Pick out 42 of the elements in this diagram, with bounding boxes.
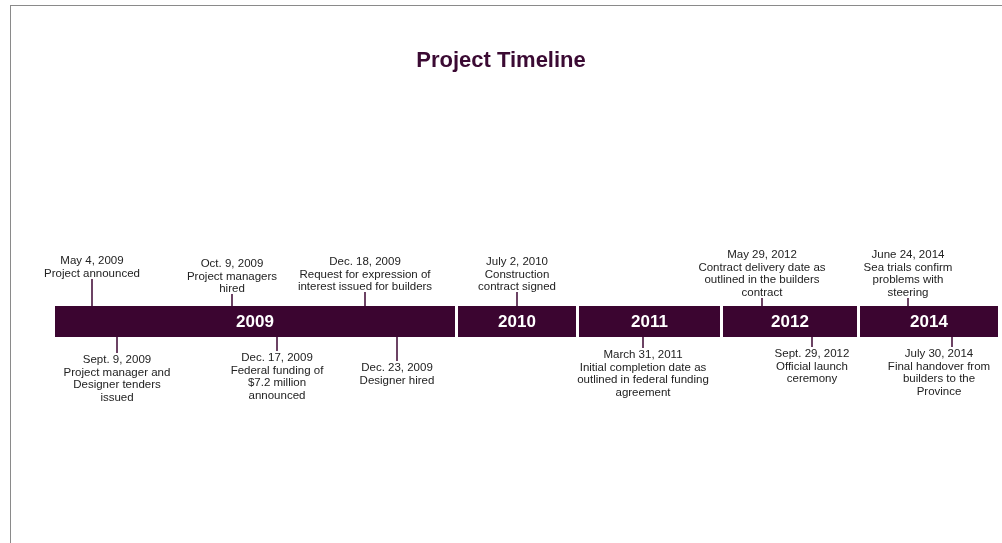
event-date: May 4, 2009 bbox=[60, 254, 124, 267]
leader-line bbox=[116, 336, 118, 354]
leader-line bbox=[761, 297, 763, 307]
event-description: Federal funding of $7.2 million announced bbox=[229, 363, 325, 401]
event-date: July 2, 2010 bbox=[486, 254, 548, 267]
year-bar: 2009 bbox=[55, 306, 455, 337]
event-description: Final handover from builders to the Province bbox=[886, 359, 992, 397]
year-bar: 2014 bbox=[860, 306, 998, 337]
leader-line bbox=[276, 336, 278, 352]
event-description: Contract delivery date as outlined in the builders contract bbox=[697, 260, 827, 298]
event-date: July 30, 2014 bbox=[904, 347, 974, 360]
event-date: May 29, 2012 bbox=[727, 248, 797, 261]
event-description: Construction contract signed bbox=[477, 267, 557, 292]
leader-line bbox=[231, 293, 233, 307]
event-date: March 31, 2011 bbox=[603, 348, 683, 361]
leader-line bbox=[951, 336, 953, 348]
leader-line bbox=[396, 336, 398, 362]
event-date: Dec. 17, 2009 bbox=[241, 351, 313, 364]
event-date: June 24, 2014 bbox=[871, 248, 945, 261]
year-bar: 2011 bbox=[579, 306, 720, 337]
leader-line bbox=[642, 336, 644, 349]
year-bar: 2012 bbox=[723, 306, 857, 337]
event-description: Designer hired bbox=[359, 373, 435, 386]
event-description: Initial completion date as outlined in federal funding agreement bbox=[576, 360, 710, 398]
leader-line bbox=[364, 291, 366, 307]
title: Project Timeline bbox=[415, 46, 587, 74]
leader-line bbox=[907, 297, 909, 307]
event-date: Oct. 9, 2009 bbox=[200, 256, 264, 269]
event-date: Dec. 18, 2009 bbox=[329, 254, 401, 267]
event-description: Project announced bbox=[44, 266, 140, 279]
event-description: Official launch ceremony bbox=[775, 359, 849, 385]
leader-line bbox=[811, 336, 813, 348]
event-description: Project manager and Designer tenders issued bbox=[62, 365, 172, 403]
event-description: Sea trials confirm problems with steering bbox=[862, 260, 954, 298]
event-date: Dec. 23, 2009 bbox=[361, 361, 433, 374]
event-description: Request for expression of interest issued for builders bbox=[296, 267, 434, 292]
year-bar: 2010 bbox=[458, 306, 576, 337]
leader-line bbox=[516, 291, 518, 307]
event-description: Project managers hired bbox=[185, 269, 279, 294]
event-date: Sept. 9, 2009 bbox=[82, 353, 152, 366]
leader-line bbox=[91, 278, 93, 307]
event-date: Sept. 29, 2012 bbox=[774, 347, 850, 360]
